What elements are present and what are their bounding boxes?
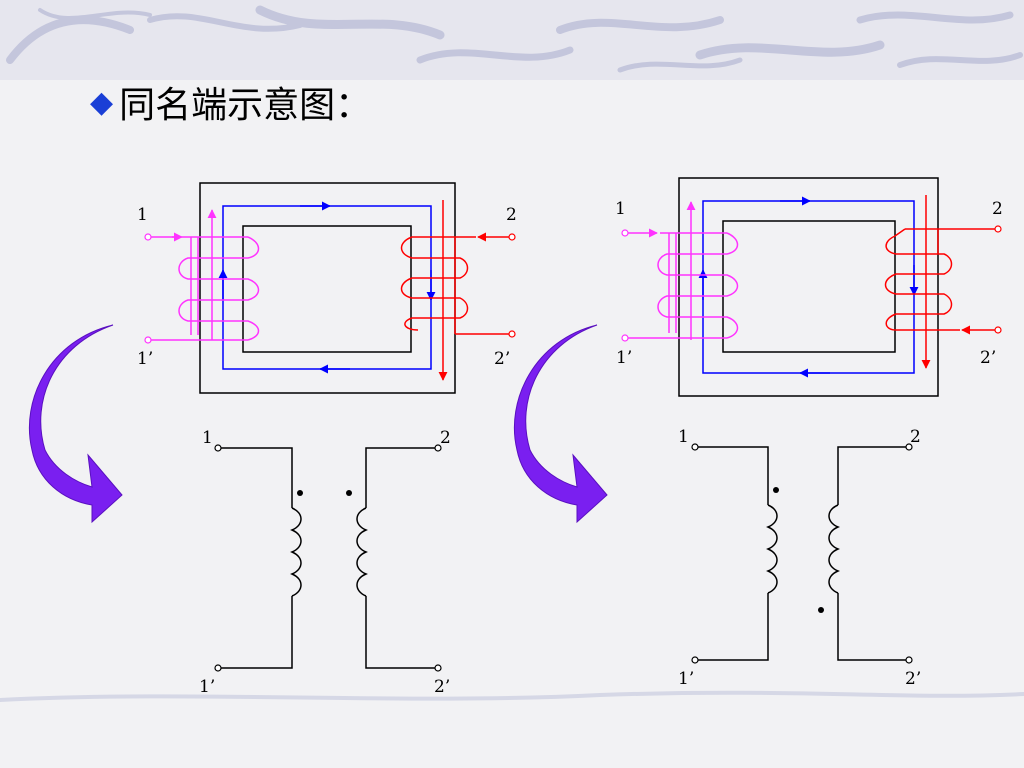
right-polarity-dot-primary	[773, 487, 779, 493]
left-schematic-terminal-2	[434, 444, 442, 452]
right-core-terminal-2prime	[994, 326, 1002, 334]
right-core	[678, 177, 939, 397]
left-schematic	[219, 447, 437, 669]
left-curved-arrow-icon	[28, 324, 123, 524]
left-schematic-terminal-2prime	[434, 664, 442, 672]
left-schematic-terminal-1prime	[214, 664, 222, 672]
right-schematic	[696, 446, 908, 661]
diamond-bullet-icon: ◆	[90, 84, 114, 120]
left-core-label-2: 2	[506, 205, 517, 225]
left-example: 1 1’ 2 2’ 1 1’ 2 2’	[28, 182, 517, 697]
right-polarity-dot-secondary	[818, 607, 824, 613]
left-core-terminal-2	[508, 233, 516, 241]
left-schematic-label-1: 1	[202, 428, 213, 448]
right-core-terminal-1prime	[621, 334, 629, 342]
right-schematic-label-2: 2	[910, 427, 921, 447]
right-core-label-1prime: 1’	[616, 348, 632, 368]
left-secondary-coil	[400, 200, 512, 381]
left-schematic-terminal-1	[214, 444, 222, 452]
right-schematic-terminal-2	[905, 443, 913, 451]
right-schematic-terminal-2prime	[905, 656, 913, 664]
right-schematic-label-1: 1	[678, 427, 689, 447]
right-primary-coil	[627, 201, 739, 340]
left-polarity-dot-primary	[297, 490, 303, 496]
left-core-label-1: 1	[137, 205, 148, 225]
left-schematic-label-2prime: 2’	[434, 677, 450, 697]
right-flux-path	[698, 196, 919, 378]
right-example: 1 1’ 2 2’ 1 1’ 2 2’	[513, 177, 1003, 689]
left-core-terminal-1prime	[144, 336, 152, 344]
right-secondary-coil	[884, 195, 997, 369]
left-schematic-label-2: 2	[440, 428, 451, 448]
left-core	[199, 182, 456, 394]
left-core-label-1prime: 1’	[137, 349, 153, 369]
left-core-label-2prime: 2’	[494, 349, 510, 369]
right-curved-arrow-icon	[513, 324, 608, 524]
right-core-label-1: 1	[615, 199, 626, 219]
left-core-terminal-2prime	[508, 330, 516, 338]
right-core-label-2: 2	[992, 199, 1003, 219]
right-schematic-label-2prime: 2’	[905, 669, 921, 689]
left-schematic-label-1prime: 1’	[199, 677, 215, 697]
right-core-terminal-1	[621, 229, 629, 237]
right-core-terminal-2	[994, 225, 1002, 233]
right-schematic-terminal-1prime	[691, 656, 699, 664]
right-core-label-2prime: 2’	[980, 348, 996, 368]
right-schematic-terminal-1	[691, 443, 699, 451]
slide-title-text: 同名端示意图：	[119, 85, 372, 126]
left-core-terminal-1	[144, 233, 152, 241]
left-flux-path	[218, 201, 436, 374]
decorative-swirls	[6, 5, 1023, 73]
left-primary-coil	[150, 209, 260, 341]
left-polarity-dot-secondary	[346, 490, 352, 496]
slide-title: ◆ 同名端示意图：	[90, 76, 371, 128]
right-schematic-label-1prime: 1’	[678, 669, 694, 689]
